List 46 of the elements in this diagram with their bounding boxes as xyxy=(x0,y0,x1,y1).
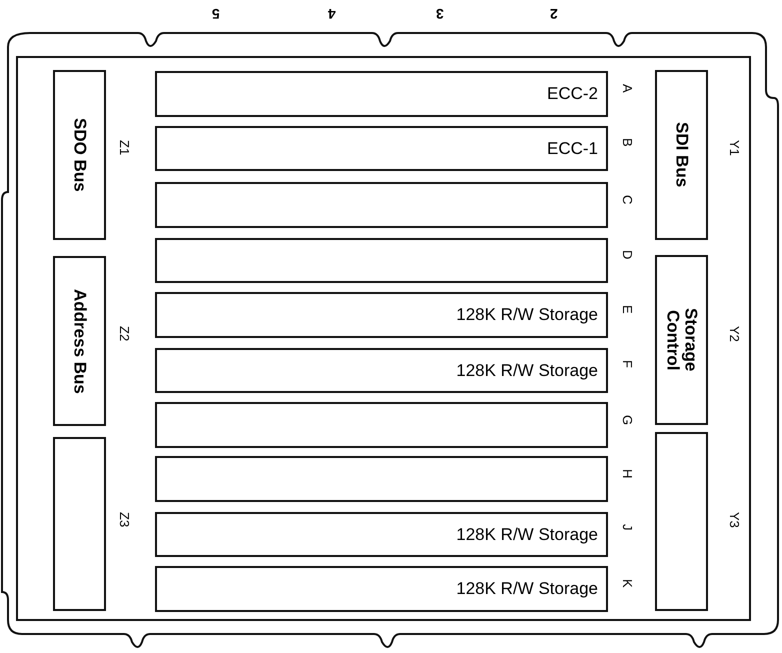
bus-connector-slot xyxy=(53,256,106,426)
column-number: 5 xyxy=(212,6,220,22)
bus-connector-slot xyxy=(655,432,708,611)
slot-position-label: H xyxy=(620,469,635,478)
slot-position-label: Y2 xyxy=(727,326,742,342)
card-slot xyxy=(155,348,608,393)
bus-connector-slot xyxy=(655,255,708,425)
slot-position-label: E xyxy=(620,305,635,314)
bus-name: SDI Bus xyxy=(672,122,690,188)
slot-position-label: Y1 xyxy=(727,140,742,156)
card-name: 128K R/W Storage xyxy=(456,579,598,599)
bus-connector-slot xyxy=(655,70,708,240)
card-name: ECC-2 xyxy=(546,84,598,104)
slot-position-label: D xyxy=(620,250,635,260)
bus-name: Storage Control xyxy=(664,307,700,374)
slot-position-label: G xyxy=(620,415,635,426)
card-name: 128K R/W Storage xyxy=(456,360,598,380)
card-slot xyxy=(155,402,608,448)
slot-position-label: Z1 xyxy=(117,140,132,156)
slot-position-label: C xyxy=(620,195,635,204)
card-slot xyxy=(155,512,608,557)
card-name: 128K R/W Storage xyxy=(456,305,598,325)
bus-name: Address Bus xyxy=(70,288,88,394)
card-slot xyxy=(155,238,608,283)
slot-position-label: J xyxy=(620,524,635,530)
column-number: 4 xyxy=(328,6,336,22)
card-name: 128K R/W Storage xyxy=(456,524,598,544)
card-slot xyxy=(155,71,608,117)
card-slot xyxy=(155,566,608,612)
card-slot xyxy=(155,182,608,228)
bus-connector-slot xyxy=(53,70,106,240)
slot-position-label: B xyxy=(620,138,635,147)
slot-position-label: Z2 xyxy=(117,326,132,342)
card-name: ECC-1 xyxy=(546,138,598,158)
column-number: 3 xyxy=(436,6,444,22)
slot-position-label: A xyxy=(620,84,635,93)
slot-position-label: Z3 xyxy=(117,512,132,528)
card-slot xyxy=(155,456,608,502)
slot-position-label: Y3 xyxy=(727,512,742,528)
bus-connector-slot xyxy=(53,437,106,611)
slot-position-label: F xyxy=(620,360,635,368)
bus-name: SDO Bus xyxy=(70,118,88,192)
slot-position-label: K xyxy=(620,579,635,588)
card-slot xyxy=(155,126,608,171)
column-number: 2 xyxy=(550,6,558,22)
card-slot xyxy=(155,292,608,338)
